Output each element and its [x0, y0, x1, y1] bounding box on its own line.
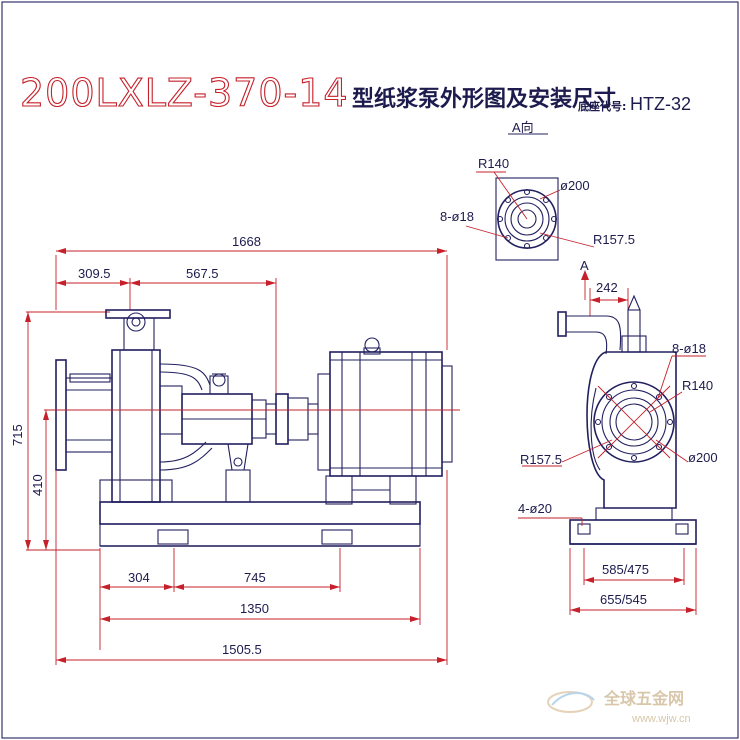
dim-base-a: 304 [128, 570, 150, 585]
dim-side-holes: 8-ø18 [672, 341, 706, 356]
watermark-url: www.wjw.cn [631, 713, 691, 725]
flange-top-holes: 8-ø18 [440, 209, 474, 224]
front-view: 1668 309.5 567.5 715 410 [10, 234, 460, 665]
flange-top-dia: ø200 [560, 178, 590, 193]
dim-base-b: 745 [244, 570, 266, 585]
drawing-subtitle: 型纸浆泵外形图及安装尺寸 [352, 86, 616, 112]
dim-side-top: 242 [596, 280, 618, 295]
model-title: 200LXLZ-370-14 [20, 71, 349, 115]
base-code-label: 底座代号: [578, 99, 626, 113]
a-arrow: A [580, 258, 589, 300]
svg-text:A: A [580, 258, 589, 273]
flange-top-r: R140 [478, 156, 509, 171]
dim-side-base1: 585/475 [602, 562, 649, 577]
side-view: 242 8-ø18 R140 R157.5 [518, 280, 718, 615]
dim-d1: 309.5 [78, 266, 111, 281]
a-view-label: A向 [512, 120, 534, 135]
watermark-logo-icon [547, 691, 593, 713]
dim-side-base2: 655/545 [600, 592, 647, 607]
dim-overall-length: 1668 [232, 234, 261, 249]
watermark: 全球五金网 www.wjw.cn [547, 689, 691, 725]
watermark-name: 全球五金网 [603, 689, 684, 708]
a-view-flange: A向 R140 ø200 8-ø18 R157.5 [440, 120, 635, 261]
dim-base-total: 1350 [240, 601, 269, 616]
dim-side-dia: ø200 [688, 450, 718, 465]
dim-center-height: 410 [30, 474, 45, 496]
flange-top-r2: R157.5 [593, 232, 635, 247]
dim-total-length: 1505.5 [222, 642, 262, 657]
dim-height: 715 [10, 424, 25, 446]
dim-anchor-holes: 4-ø20 [518, 501, 552, 516]
base-code: HTZ-32 [630, 94, 691, 114]
dim-side-r2: R157.5 [520, 452, 562, 467]
dim-d2: 567.5 [186, 266, 219, 281]
dim-side-r: R140 [682, 378, 713, 393]
